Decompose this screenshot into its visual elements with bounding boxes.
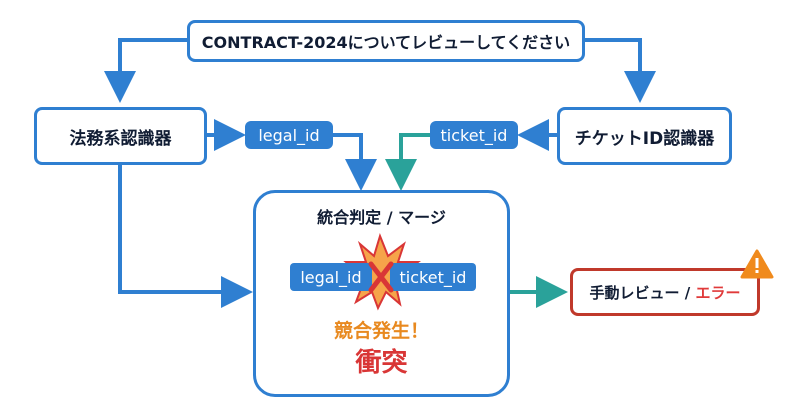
legal-id-tag: legal_id <box>245 121 333 149</box>
conflict-line2: 衝突 <box>355 348 408 378</box>
red-x-icon <box>368 261 394 293</box>
legal-recognizer-label: 法務系認識器 <box>69 128 172 149</box>
merge-title: 統合判定 / マージ <box>317 208 446 227</box>
arrow-request-to-legal <box>104 38 187 103</box>
ticket-id-tag: ticket_id <box>430 121 518 149</box>
ticket-recognizer-label: チケットID認識器 <box>574 128 715 149</box>
conflict-line1: 競合発生！ <box>333 320 429 342</box>
manual-review-error: エラー <box>695 283 741 302</box>
manual-review-label: 手動レビュー / <box>589 283 696 302</box>
legal-id-tag-label: legal_id <box>258 125 320 145</box>
arrow-request-to-ticket <box>585 38 656 103</box>
ticket-id-tag-label: ticket_id <box>440 125 508 145</box>
arrow-legal-to-merge-direct <box>118 165 253 308</box>
inner-ticket-id: ticket_id <box>390 263 476 291</box>
legal-recognizer-box: 法務系認識器 <box>34 107 207 165</box>
arrow-ticket-id-to-merge <box>385 133 430 191</box>
arrow-legal-id-to-merge <box>333 133 377 191</box>
warning-triangle-icon <box>740 249 774 279</box>
ticket-recognizer-box: チケットID認識器 <box>557 107 732 165</box>
request-text: CONTRACT-2024についてレビューしてください <box>201 33 571 52</box>
inner-legal-id: legal_id <box>290 263 372 291</box>
manual-review-box: 手動レビュー / エラー <box>570 268 760 316</box>
inner-legal-id-label: legal_id <box>300 267 362 287</box>
inner-ticket-id-label: ticket_id <box>399 267 467 287</box>
request-box: CONTRACT-2024についてレビューしてください <box>187 20 585 62</box>
